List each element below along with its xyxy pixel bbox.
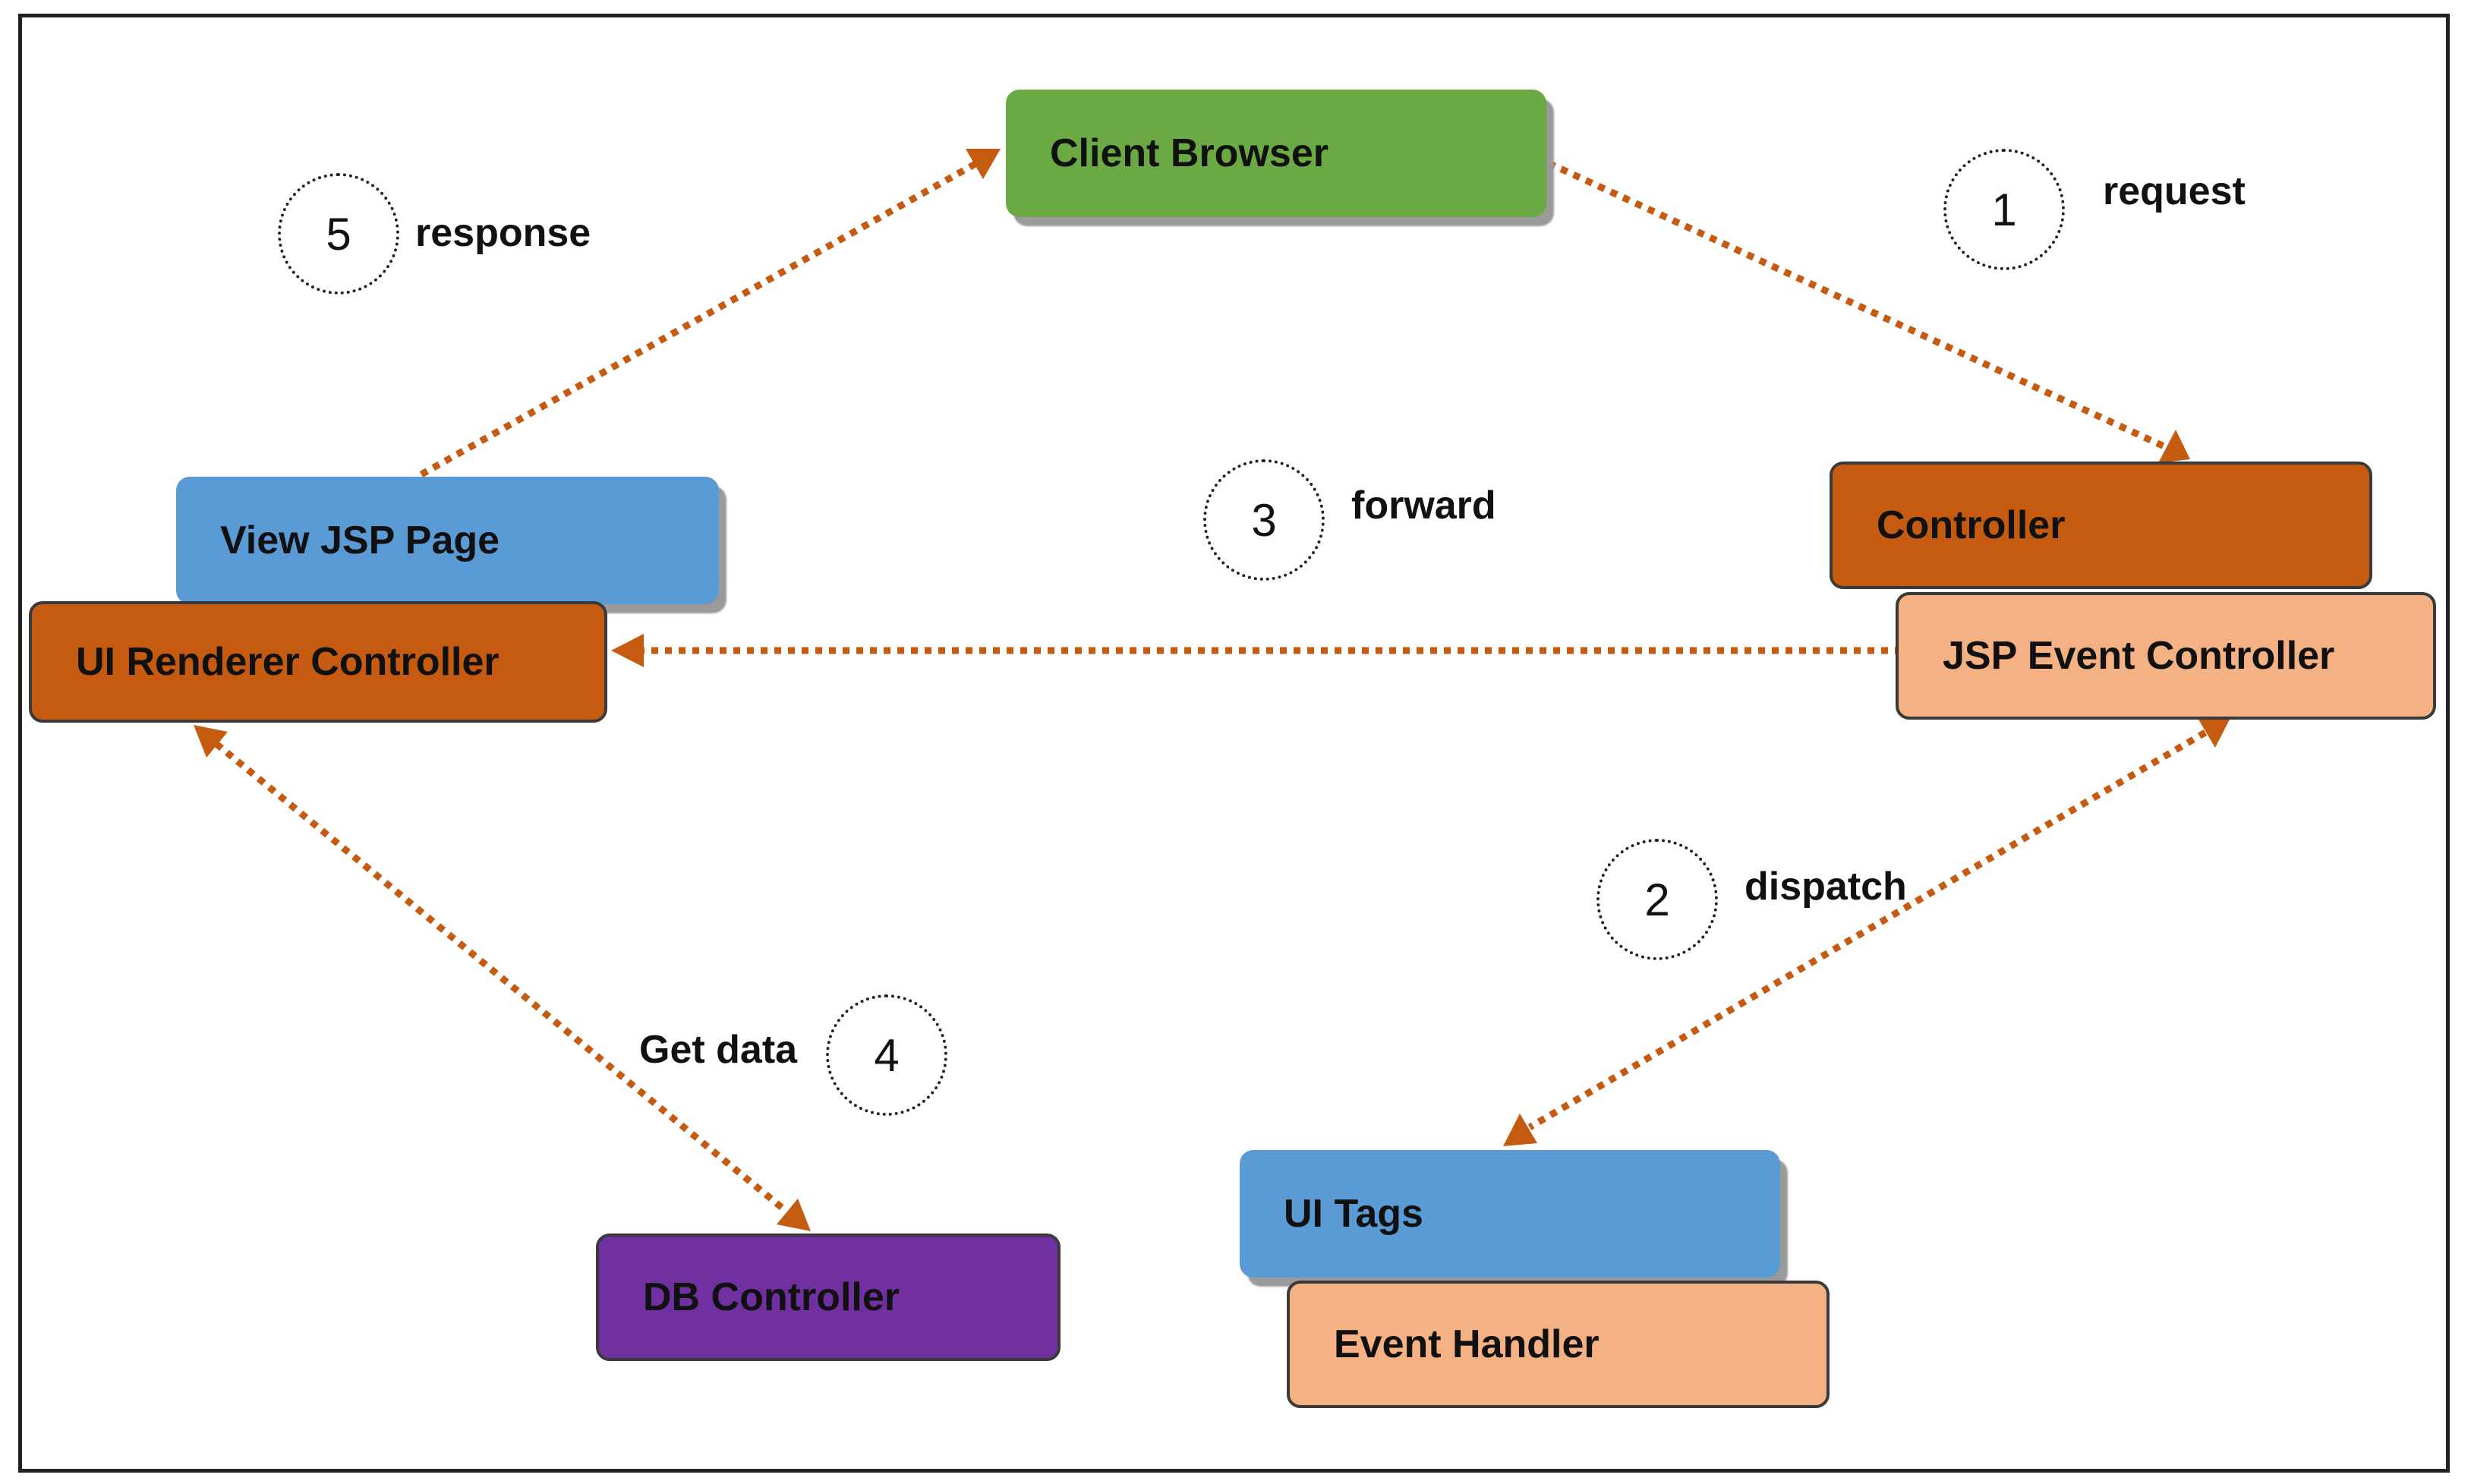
view-jsp-page-label: View JSP Page bbox=[220, 518, 500, 562]
step-4-label: Get data bbox=[639, 1028, 798, 1072]
step-2-circle: 2 bbox=[1596, 839, 1718, 960]
step-5-label: response bbox=[415, 211, 591, 255]
event-handler-node: Event Handler bbox=[1287, 1281, 1830, 1408]
step-2-label: dispatch bbox=[1745, 865, 1907, 909]
arrowhead-dispatch-top bbox=[2198, 715, 2232, 748]
step-4-number: 4 bbox=[874, 1029, 900, 1081]
step-3-number: 3 bbox=[1251, 494, 1277, 546]
step-1-label: request bbox=[2103, 169, 2246, 213]
db-controller-node: DB Controller bbox=[596, 1234, 1061, 1361]
step-2-number: 2 bbox=[1644, 874, 1670, 925]
jsp-event-controller-label: JSP Event Controller bbox=[1943, 634, 2335, 678]
step-1-number: 1 bbox=[1991, 184, 2017, 235]
ui-tags-node: UI Tags bbox=[1240, 1150, 1780, 1278]
arrowhead-response bbox=[966, 149, 1001, 179]
arrowhead-request bbox=[2158, 430, 2190, 463]
step-5-circle: 5 bbox=[278, 173, 399, 295]
arrow-request bbox=[1547, 159, 2169, 452]
db-controller-label: DB Controller bbox=[643, 1275, 900, 1319]
ui-renderer-controller-node: UI Renderer Controller bbox=[29, 601, 607, 723]
arrowhead-get-data-top bbox=[194, 725, 228, 758]
step-3-circle: 3 bbox=[1203, 459, 1325, 581]
arrow-response bbox=[419, 159, 982, 477]
client-browser-label: Client Browser bbox=[1050, 131, 1328, 175]
step-1-circle: 1 bbox=[1943, 149, 2065, 270]
arrowhead-forward bbox=[611, 634, 644, 667]
step-5-number: 5 bbox=[326, 208, 351, 260]
ui-renderer-controller-label: UI Renderer Controller bbox=[76, 640, 500, 684]
ui-tags-label: UI Tags bbox=[1284, 1192, 1423, 1236]
controller-label: Controller bbox=[1877, 503, 2066, 547]
arrowhead-dispatch-bottom bbox=[1503, 1114, 1537, 1146]
event-handler-label: Event Handler bbox=[1334, 1322, 1600, 1366]
view-jsp-page-node: View JSP Page bbox=[176, 477, 719, 604]
jsp-event-controller-node: JSP Event Controller bbox=[1896, 592, 2436, 720]
step-3-label: forward bbox=[1351, 484, 1496, 528]
arrow-get-data bbox=[214, 741, 788, 1214]
client-browser-node: Client Browser bbox=[1006, 90, 1546, 217]
step-4-circle: 4 bbox=[826, 994, 947, 1116]
arrowhead-get-data-bottom bbox=[777, 1199, 811, 1231]
diagram-frame bbox=[18, 14, 2450, 1473]
controller-node: Controller bbox=[1830, 462, 2372, 589]
